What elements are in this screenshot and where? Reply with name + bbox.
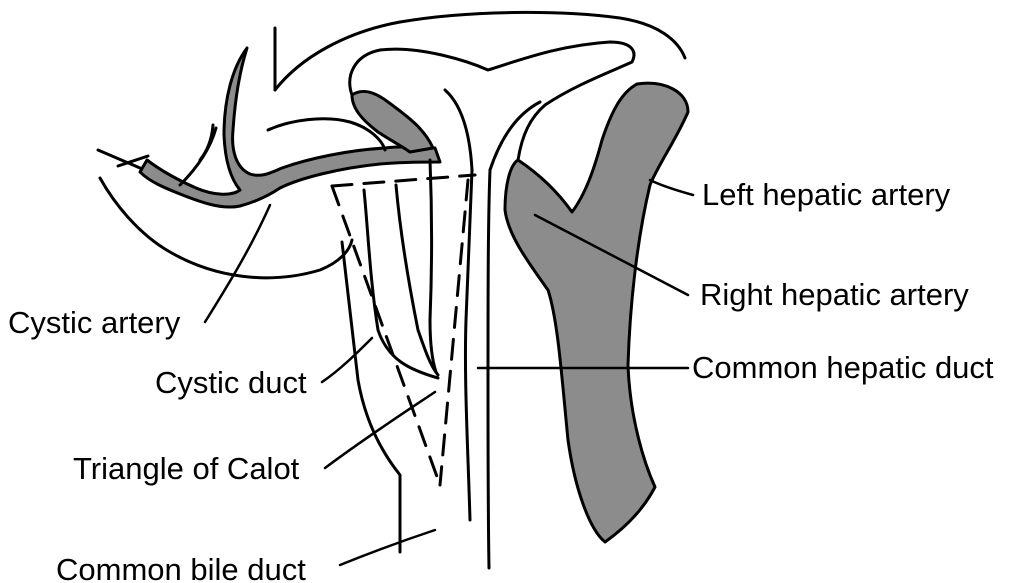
leader-common-bile-duct xyxy=(340,530,435,565)
label-right-hepatic-artery: Right hepatic artery xyxy=(700,277,969,312)
label-common-hepatic-duct: Common hepatic duct xyxy=(692,350,994,385)
leader-cystic-duct xyxy=(322,338,372,382)
label-left-hepatic-artery: Left hepatic artery xyxy=(702,177,951,212)
label-common-bile-duct: Common bile duct xyxy=(56,552,306,583)
triangle-top-edge xyxy=(332,175,475,186)
leader-cystic-artery xyxy=(205,205,270,322)
upper-artery-wedge xyxy=(352,91,433,152)
cystic-duct-left-wall xyxy=(342,242,400,552)
liver-outline-top xyxy=(275,12,685,90)
labels: Cystic artery Cystic duct Triangle of Ca… xyxy=(8,177,994,583)
label-triangle-of-calot: Triangle of Calot xyxy=(73,451,300,486)
hepatic-artery-trunk xyxy=(505,83,688,542)
label-cystic-duct: Cystic duct xyxy=(155,365,307,400)
triangle-left-edge xyxy=(332,186,440,485)
fundus-curve-inner-2 xyxy=(200,125,213,160)
common-hepatic-duct-left-wall xyxy=(465,170,472,520)
triangle-right-edge xyxy=(440,180,468,485)
duct-top-flare-right xyxy=(490,102,540,170)
leader-triangle-of-calot xyxy=(325,392,435,468)
duct-top-flare-left xyxy=(445,90,472,170)
cystic-duct-right-wall-2 xyxy=(430,160,436,372)
label-cystic-artery: Cystic artery xyxy=(8,305,181,340)
leader-left-hepatic-artery xyxy=(650,180,693,195)
